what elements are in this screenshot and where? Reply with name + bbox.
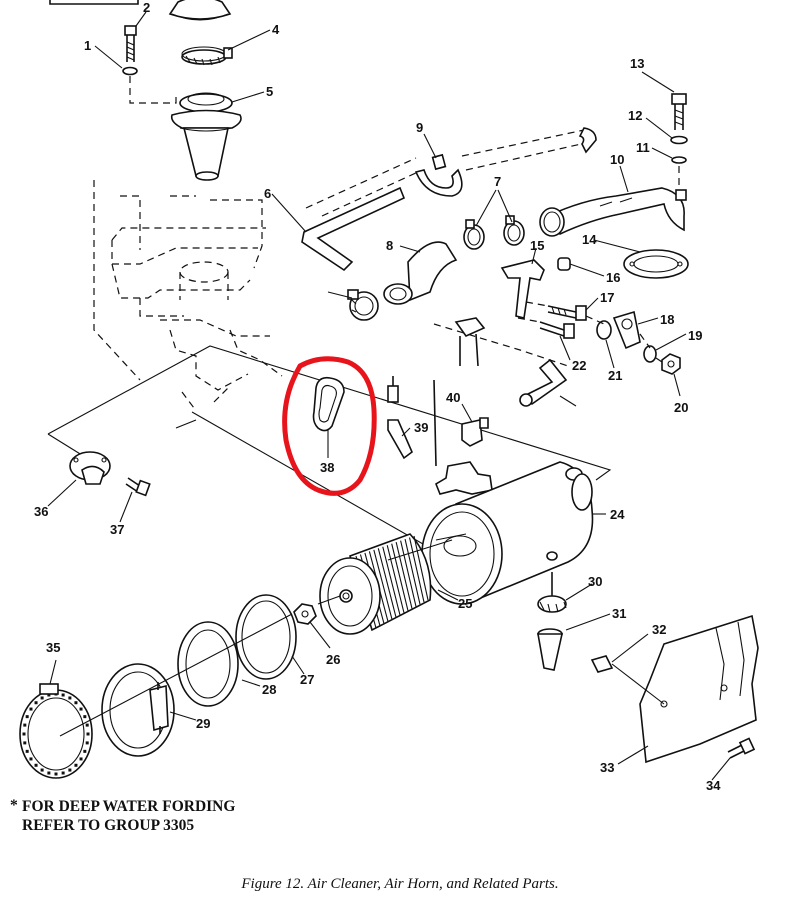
dashed-mounting-structure: [93, 180, 283, 409]
part-clamp-9: [414, 153, 463, 197]
part-bolt-17: [547, 305, 587, 321]
callout-33: 33: [600, 760, 614, 775]
part-pipe-6-upper: [301, 127, 597, 272]
part-bracket-36: [69, 451, 111, 485]
part-seal-plate-27: [177, 621, 239, 707]
part-clip-32: [590, 655, 614, 673]
part-washer-19: [643, 345, 657, 363]
callout-34: 34: [706, 778, 721, 793]
callout-6-upper: 6: [264, 186, 271, 201]
callout-4: 4: [272, 22, 280, 37]
callout-40: 40: [446, 390, 460, 405]
part-nut-26: [293, 603, 317, 625]
part-air-horn-cap: [49, 0, 232, 21]
part-clamp-4: [181, 46, 233, 66]
part-clamp-30: [537, 572, 567, 613]
part-dust-valve-31: [537, 628, 563, 671]
callout-27: 27: [300, 672, 314, 687]
callout-36: 36: [34, 504, 48, 519]
callout-14: 14: [582, 232, 597, 247]
callout-28: 28: [262, 682, 276, 697]
part-spacer-16: [557, 257, 571, 271]
callout-39: 39: [414, 420, 428, 435]
part-clamp-35: [19, 683, 93, 779]
callout-22: 22: [572, 358, 586, 373]
part-bracket-18: [612, 310, 641, 350]
part-air-horn-5: [170, 92, 242, 181]
callout-13: 13: [630, 56, 644, 71]
part-gasket-28: [235, 594, 297, 680]
highlight-circle-part-38: [282, 356, 377, 496]
callout-37: 37: [110, 522, 124, 537]
part-clamps-7: [463, 215, 525, 250]
part-tube-39: [387, 376, 413, 460]
note-asterisk: *: [10, 797, 18, 814]
mounting-frame-outline: [47, 345, 612, 481]
part-nut-20: [661, 353, 681, 375]
callout-17: 17: [600, 290, 614, 305]
note-line-2: REFER TO GROUP 3305: [22, 817, 195, 834]
callout-25: 25: [458, 596, 472, 611]
callout-1: 1: [84, 38, 91, 53]
part-air-cleaner-body-24: [421, 461, 594, 606]
callout-8: 8: [386, 238, 393, 253]
part-elbow-40: [461, 417, 489, 447]
callout-38: 38: [320, 460, 334, 475]
part-bolt-37: [125, 477, 151, 497]
part-bolt-34: [727, 737, 756, 759]
callout-32: 32: [652, 622, 666, 637]
part-top-valve: [433, 379, 493, 495]
callout-21: 21: [608, 368, 622, 383]
part-inlet-pipe-10: [539, 187, 687, 237]
callout-2: 2: [143, 0, 150, 15]
callout-18: 18: [660, 312, 674, 327]
note-line-1: FOR DEEP WATER FORDING: [22, 798, 236, 815]
callout-24: 24: [610, 507, 625, 522]
part-filter-element-25: [319, 533, 467, 635]
callout-10: 10: [610, 152, 624, 167]
part-flange-14: [623, 249, 689, 279]
callout-labels: 1 2 4 5 6 7 8 9 10 11 12 13 14 15 16 17 …: [34, 0, 721, 793]
callout-30: 30: [588, 574, 602, 589]
assembly-axis-line: [59, 539, 453, 737]
part-clamp-29: [101, 663, 175, 757]
callout-5: 5: [266, 84, 273, 99]
callout-9: 9: [416, 120, 423, 135]
part-washer-1: [122, 66, 138, 76]
part-clamp-7-lower: [347, 289, 379, 321]
part-mounting-bracket-33: [611, 614, 759, 764]
callout-7-upper: 7: [494, 174, 501, 189]
callout-16: 16: [606, 270, 620, 285]
callout-31: 31: [612, 606, 626, 621]
callout-35: 35: [46, 640, 60, 655]
part-hose-8: [383, 241, 458, 305]
part-pipe-6-lower: [519, 358, 568, 407]
part-small-valve: [454, 317, 486, 367]
part-strap-38: [312, 376, 345, 432]
part-washer-12: [670, 135, 688, 145]
callout-26: 26: [326, 652, 340, 667]
figure-caption: Figure 12. Air Cleaner, Air Horn, and Re…: [241, 876, 559, 892]
part-bolt-13: [671, 93, 687, 130]
part-washer-21: [596, 320, 612, 340]
callout-11: 11: [636, 140, 650, 155]
callout-15: 15: [530, 238, 544, 253]
callout-29: 29: [196, 716, 210, 731]
part-washer-11: [671, 156, 687, 164]
callout-20: 20: [674, 400, 688, 415]
callout-19: 19: [688, 328, 702, 343]
part-bolt-2: [124, 25, 137, 62]
part-bolt-22: [539, 321, 575, 339]
part-bracket-15: [500, 259, 545, 319]
callout-12: 12: [628, 108, 642, 123]
leader-lines: [47, 11, 731, 781]
